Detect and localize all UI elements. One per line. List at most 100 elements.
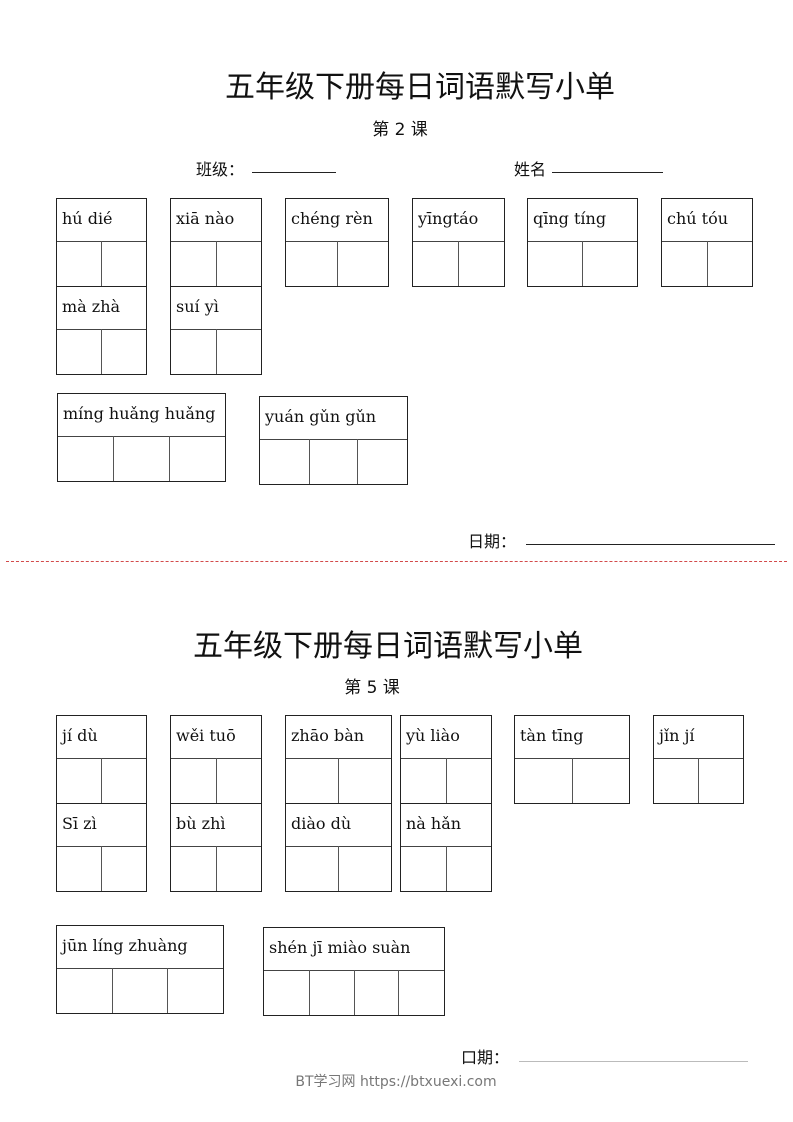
pinyin-label: yuán gǔn gǔn <box>260 397 407 440</box>
word-box: hú dié <box>56 198 147 287</box>
pinyin-label: mà zhà <box>57 287 146 330</box>
writing-cell[interactable] <box>171 241 216 286</box>
date-field-2[interactable] <box>519 1061 748 1062</box>
writing-cell[interactable] <box>171 758 216 803</box>
pinyin-label: nà hǎn <box>401 804 491 847</box>
writing-cell[interactable] <box>57 968 112 1013</box>
pinyin-label: hú dié <box>57 199 146 242</box>
writing-cell[interactable] <box>308 970 354 1015</box>
word-box: bù zhì <box>170 803 262 892</box>
pinyin-label: zhāo bàn <box>286 716 391 759</box>
pinyin-label: Sī zì <box>57 804 146 847</box>
word-box: tàn tīng <box>514 715 630 804</box>
writing-cell[interactable] <box>357 439 406 484</box>
writing-cell[interactable] <box>260 439 309 484</box>
writing-cell[interactable] <box>168 436 224 481</box>
writing-cell[interactable] <box>58 436 113 481</box>
footer-watermark: BT学习网 https://btxuexi.com <box>295 1074 497 1090</box>
writing-cell[interactable] <box>171 329 216 374</box>
writing-cell[interactable] <box>308 439 358 484</box>
writing-cell[interactable] <box>353 970 399 1015</box>
class-label: 班级： <box>196 160 245 179</box>
writing-cell[interactable] <box>401 846 446 891</box>
writing-cell[interactable] <box>215 758 261 803</box>
lesson-label-2: 第 5 课 <box>344 678 400 698</box>
word-box: mà zhà <box>56 286 147 375</box>
pinyin-label: qīng tíng <box>528 199 637 242</box>
writing-cell[interactable] <box>698 758 742 803</box>
writing-cell[interactable] <box>171 846 216 891</box>
word-box: zhāo bàn <box>285 715 392 804</box>
writing-cell[interactable] <box>662 241 707 286</box>
writing-cell[interactable] <box>57 329 101 374</box>
word-box: yuán gǔn gǔn <box>259 396 408 485</box>
lesson-label-1: 第 2 课 <box>372 120 428 140</box>
word-box: chéng rèn <box>285 198 389 287</box>
writing-cell[interactable] <box>112 968 167 1013</box>
pinyin-label: tàn tīng <box>515 716 629 759</box>
date-field-1[interactable] <box>526 544 775 545</box>
writing-cell[interactable] <box>706 241 752 286</box>
writing-cell[interactable] <box>445 758 491 803</box>
writing-cell[interactable] <box>445 846 491 891</box>
writing-cell[interactable] <box>113 436 168 481</box>
pinyin-label: chéng rèn <box>286 199 388 242</box>
writing-cell[interactable] <box>654 758 698 803</box>
worksheet-title-1: 五年级下册每日词语默写小单 <box>225 70 615 105</box>
pinyin-label: diào dù <box>286 804 391 847</box>
pinyin-label: wěi tuō <box>171 716 261 759</box>
writing-cell[interactable] <box>57 758 101 803</box>
writing-cell[interactable] <box>101 758 145 803</box>
writing-cell[interactable] <box>264 970 309 1015</box>
pinyin-label: jí dù <box>57 716 146 759</box>
writing-cell[interactable] <box>528 241 582 286</box>
writing-cell[interactable] <box>215 241 261 286</box>
word-box: xiā nào <box>170 198 262 287</box>
writing-cell[interactable] <box>571 758 629 803</box>
writing-cell[interactable] <box>398 970 443 1015</box>
name-field[interactable] <box>552 172 663 173</box>
writing-cell[interactable] <box>167 968 222 1013</box>
writing-cell[interactable] <box>215 329 261 374</box>
word-box: jí dù <box>56 715 147 804</box>
date-label-2: 口期： <box>461 1048 510 1067</box>
writing-cell[interactable] <box>458 241 503 286</box>
word-box: jūn líng zhuàng <box>56 925 224 1014</box>
word-box: suí yì <box>170 286 262 375</box>
pinyin-label: yīngtáo <box>413 199 504 242</box>
word-box: chú tóu <box>661 198 753 287</box>
writing-cell[interactable] <box>101 329 145 374</box>
writing-cell[interactable] <box>57 846 101 891</box>
date-label-1: 日期： <box>468 532 517 551</box>
writing-cell[interactable] <box>286 758 338 803</box>
writing-cell[interactable] <box>401 758 446 803</box>
pinyin-label: suí yì <box>171 287 261 330</box>
word-box: yù liào <box>400 715 492 804</box>
writing-cell[interactable] <box>101 846 145 891</box>
word-box: diào dù <box>285 803 392 892</box>
writing-cell[interactable] <box>286 846 338 891</box>
writing-cell[interactable] <box>515 758 572 803</box>
writing-cell[interactable] <box>57 241 101 286</box>
writing-cell[interactable] <box>413 241 458 286</box>
writing-cell[interactable] <box>582 241 636 286</box>
pinyin-label: chú tóu <box>662 199 752 242</box>
writing-cell[interactable] <box>101 241 145 286</box>
pinyin-label: jǐn jí <box>654 716 743 759</box>
pinyin-label: bù zhì <box>171 804 261 847</box>
writing-cell[interactable] <box>338 846 390 891</box>
worksheet-title-2: 五年级下册每日词语默写小单 <box>193 629 583 664</box>
writing-cell[interactable] <box>338 758 390 803</box>
word-box: míng huǎng huǎng <box>57 393 226 482</box>
word-box: jǐn jí <box>653 715 744 804</box>
cut-divider <box>6 561 787 562</box>
word-box: shén jī miào suàn <box>263 927 445 1016</box>
writing-cell[interactable] <box>215 846 261 891</box>
word-box: wěi tuō <box>170 715 262 804</box>
writing-cell[interactable] <box>286 241 337 286</box>
word-box: yīngtáo <box>412 198 505 287</box>
writing-cell[interactable] <box>336 241 388 286</box>
class-field[interactable] <box>252 172 336 173</box>
pinyin-label: jūn líng zhuàng <box>57 926 223 969</box>
